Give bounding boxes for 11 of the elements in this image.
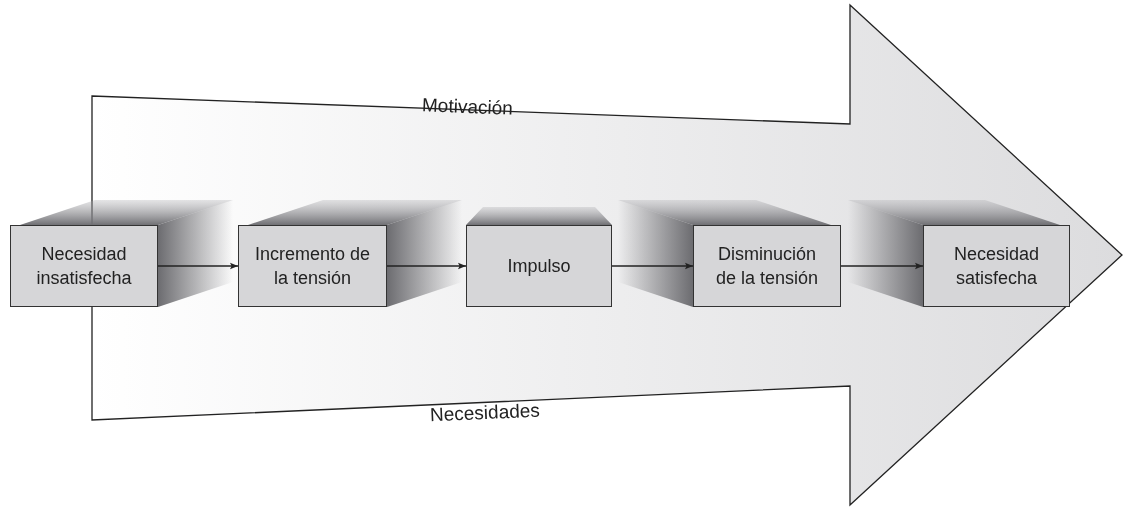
arrow-label: Motivación xyxy=(421,94,514,120)
arrow xyxy=(611,262,694,270)
process-box: Necesidad insatisfecha xyxy=(10,225,158,307)
arrow xyxy=(386,262,467,270)
arrow xyxy=(840,262,924,270)
process-box: Disminución de la tensión xyxy=(693,225,841,307)
arrow xyxy=(157,262,239,270)
arrow-label: Necesidades xyxy=(429,399,541,427)
process-box: Incremento de la tensión xyxy=(238,225,387,307)
process-box: Impulso xyxy=(466,225,612,307)
process-box: Necesidad satisfecha xyxy=(923,225,1070,307)
